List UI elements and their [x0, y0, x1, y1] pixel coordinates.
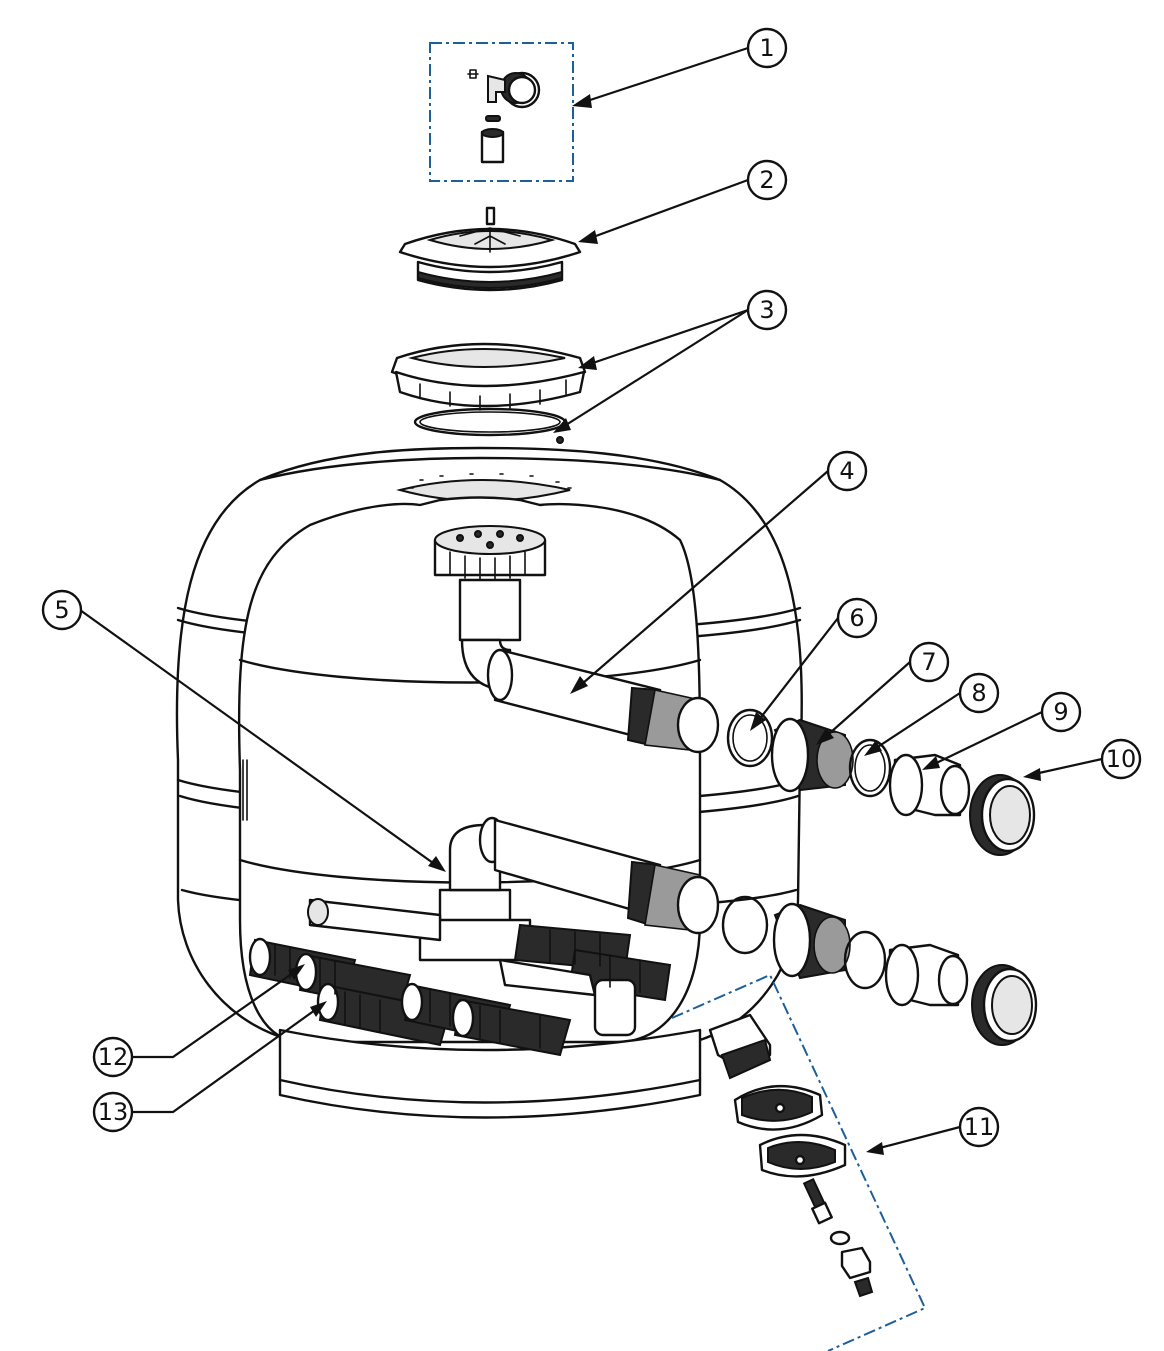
part-6-o-ring	[726, 708, 774, 768]
assembly-box-11	[671, 973, 927, 1351]
svg-text:12: 12	[98, 1043, 129, 1071]
callout-2: 2	[746, 159, 788, 201]
part-8-o-ring	[848, 738, 892, 798]
callout-5: 5	[41, 589, 83, 631]
part-7-union-nut	[770, 717, 854, 793]
part-9-tail-piece	[888, 753, 971, 817]
callout-7: 7	[908, 641, 950, 683]
svg-text:9: 9	[1053, 698, 1068, 726]
svg-text:7: 7	[921, 648, 936, 676]
callout-10: 10	[1100, 738, 1142, 780]
svg-text:6: 6	[849, 604, 864, 632]
svg-text:1: 1	[759, 34, 774, 62]
gauge-icon	[467, 69, 541, 164]
part-3-locking-ring	[390, 342, 587, 444]
callout-8: 8	[958, 672, 1000, 714]
leader-lines	[79, 46, 1103, 1155]
callout-13: 13	[92, 1091, 134, 1133]
svg-text:3: 3	[759, 296, 774, 324]
callout-1: 1	[746, 27, 788, 69]
callout-9: 9	[1040, 691, 1082, 733]
fittings-lower-row	[721, 895, 1038, 1046]
callout-6: 6	[836, 597, 878, 639]
svg-text:10: 10	[1106, 745, 1137, 773]
part-1-gauge-assembly	[429, 42, 574, 182]
assembly-box-1	[429, 42, 574, 182]
svg-text:4: 4	[839, 457, 854, 485]
part-10-union-nut	[969, 774, 1036, 856]
svg-text:13: 13	[98, 1098, 129, 1126]
part-2-top-cover	[398, 206, 582, 292]
callout-4: 4	[826, 450, 868, 492]
part-4-upper-pipe	[486, 648, 720, 754]
callout-3: 3	[746, 289, 788, 331]
svg-text:11: 11	[964, 1113, 995, 1141]
part-11-drain-assembly	[671, 973, 927, 1351]
o-ring	[413, 407, 567, 437]
callout-12: 12	[92, 1036, 134, 1078]
svg-text:8: 8	[971, 679, 986, 707]
svg-text:5: 5	[54, 596, 69, 624]
svg-text:2: 2	[759, 166, 774, 194]
callout-11: 11	[958, 1106, 1000, 1148]
